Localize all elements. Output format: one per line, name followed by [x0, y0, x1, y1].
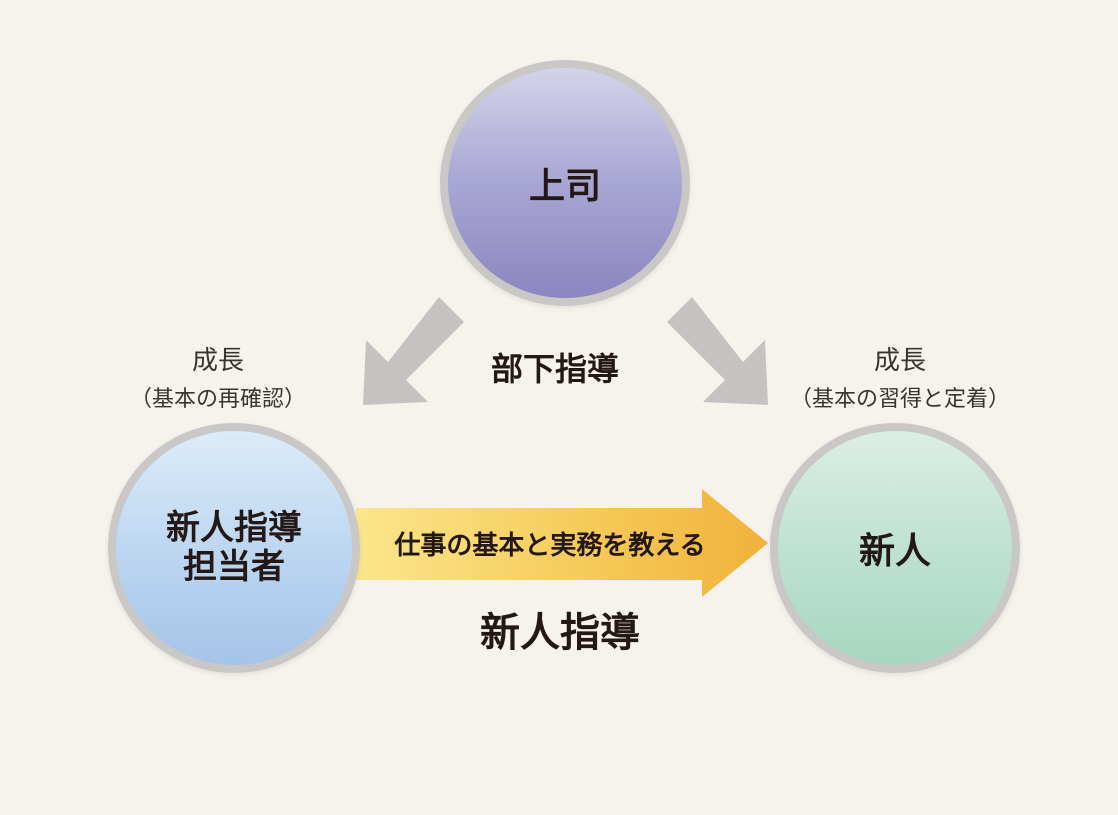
arrow-text-label: 仕事の基本と実務を教える [394, 531, 706, 561]
growth-right-label: 成長 （基本の習得と定着） [790, 340, 1010, 413]
arrow-boss-to-mentor [363, 297, 464, 405]
mentor-label-line2: 担当者 [183, 547, 285, 587]
growth-left-sub: （基本の再確認） [129, 387, 306, 412]
growth-right-sub: （基本の習得と定着） [790, 387, 1011, 412]
subordinate-guidance-label: 部下指導 [490, 350, 619, 388]
growth-right-title: 成長 [873, 346, 926, 376]
arrow-mentor-to-newbie [356, 489, 768, 597]
growth-left-label: 成長 （基本の再確認） [128, 340, 308, 413]
boss-node: 上司 [440, 60, 690, 306]
mentor-node: 新人指導 担当者 [108, 423, 360, 673]
growth-left-title: 成長 [191, 346, 244, 376]
arrow-boss-to-newbie [667, 297, 768, 405]
mentor-label-line1: 新人指導 [166, 507, 302, 548]
newbie-label: 新人 [858, 531, 931, 572]
newbie-node: 新人 [770, 423, 1020, 673]
boss-label: 上司 [528, 166, 601, 207]
newhire-training-label: 新人指導 [480, 610, 640, 656]
